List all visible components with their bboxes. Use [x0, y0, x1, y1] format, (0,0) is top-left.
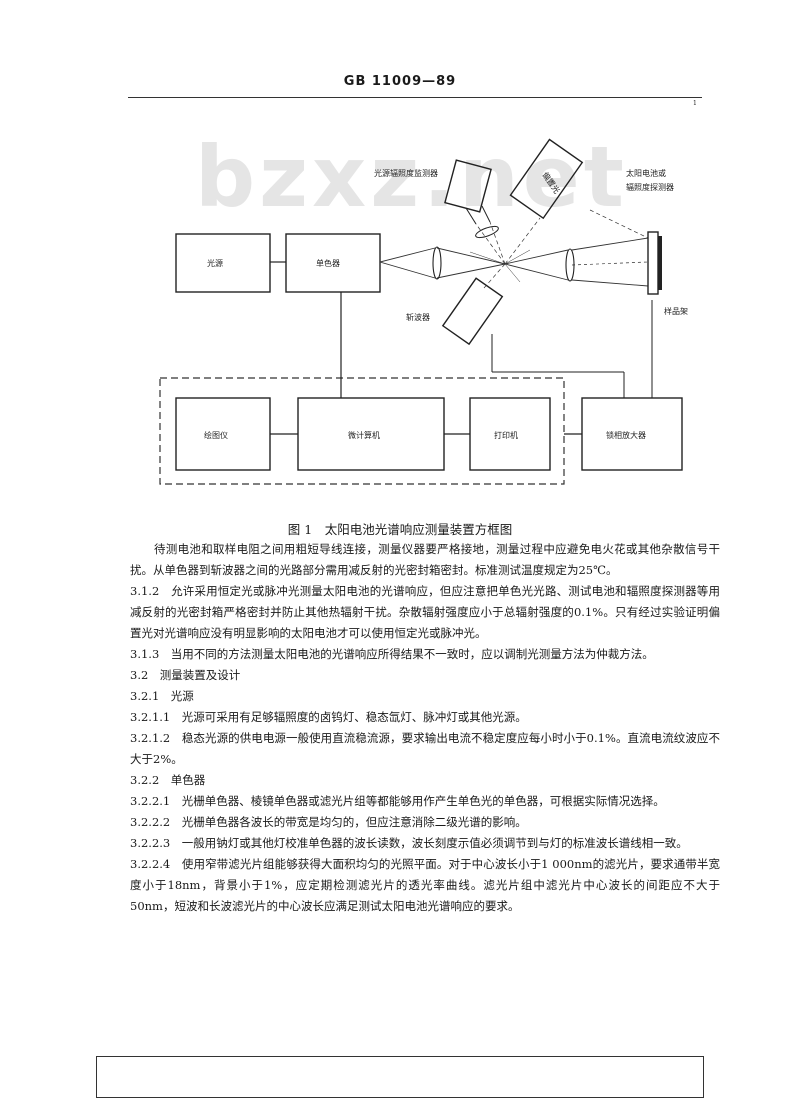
monochromator-box — [285, 233, 381, 293]
paragraph: 3.1.2 允许采用恒定光或脉冲光测量太阳电池的光谱响应，但应注意把单色光光路、… — [130, 584, 720, 640]
paragraph: 3.2.2.3 一般用钠灯或其他灯校准单色器的波长读数，波长刻度示值必须调节到与… — [130, 836, 688, 850]
computer-group-enclosure — [159, 377, 565, 485]
label-cell-detector: 太阳电池或 — [626, 168, 666, 178]
label-monochromator: 单色器 — [316, 258, 340, 268]
header-rule — [128, 97, 702, 98]
paragraph: 3.2.1.1 光源可采用有足够辐照度的卤钨灯、稳态氙灯、脉冲灯或其他光源。 — [130, 710, 527, 724]
figure-caption: 图 1 太阳电池光谱响应测量装置方框图 — [287, 522, 513, 537]
paragraph: 3.2.1.2 稳态光源的供电电源一般使用直流稳流源，要求输出电流不稳定度应每小… — [130, 731, 720, 766]
sample-holder — [647, 231, 659, 295]
irradiance-monitor — [444, 159, 492, 213]
body-text: 待测电池和取样电阻之间用粗短导线连接，测量仪器要严格接地，测量过程中应避免电火花… — [130, 539, 720, 917]
label-lockin-amplifier: 锁相放大器 — [606, 430, 646, 440]
light-source-box — [175, 233, 271, 293]
paragraph: 待测电池和取样电阻之间用粗短导线连接，测量仪器要严格接地，测量过程中应避免电火花… — [130, 542, 720, 577]
paragraph: 3.1.3 当用不同的方法测量太阳电池的光谱响应所得结果不一致时，应以调制光测量… — [130, 647, 654, 661]
label-computer: 微计算机 — [348, 430, 380, 440]
label-bias-light: 偏置光 — [540, 170, 562, 195]
label-printer: 打印机 — [494, 430, 518, 440]
lens-2 — [565, 248, 575, 282]
paragraph: 3.2.2.1 光栅单色器、棱镜单色器或滤光片组等都能够用作产生单色光的单色器，… — [130, 794, 665, 808]
standard-code-header: GB 11009—89 — [343, 74, 457, 89]
label-light-source: 光源 — [207, 258, 223, 268]
lens-1 — [432, 246, 442, 280]
section-heading: 3.2.1 光源 — [130, 689, 194, 703]
section-heading: 3.2.2 单色器 — [130, 773, 206, 787]
watermark: bzxz.net — [195, 128, 628, 226]
label-sample-holder: 样品架 — [664, 306, 688, 316]
paragraph: 3.2.2.4 使用窄带滤光片组能够获得大面积均匀的光照平面。对于中心波长小于1… — [130, 857, 720, 913]
footer-box — [96, 1056, 704, 1098]
page-mark: 1 — [693, 100, 697, 107]
lens-monitor — [475, 225, 499, 239]
label-chopper: 斩波器 — [406, 312, 430, 322]
label-irradiance-monitor: 光源辐照度监测器 — [374, 168, 438, 178]
block-diagram: 光源 单色器 光源辐照度监测器 偏置光 斩波器 太阳电池或 辐照度探测器 样品架… — [159, 138, 688, 485]
bias-light-source — [509, 138, 584, 220]
paragraph: 3.2.2.2 光栅单色器各波长的带宽是均匀的，但应注意消除二级光谱的影响。 — [130, 815, 527, 829]
section-heading: 3.2 测量装置及设计 — [130, 668, 241, 682]
chopper — [441, 277, 504, 346]
label-plotter: 绘图仪 — [204, 430, 228, 440]
label-cell-detector-2: 辐照度探测器 — [626, 182, 674, 192]
